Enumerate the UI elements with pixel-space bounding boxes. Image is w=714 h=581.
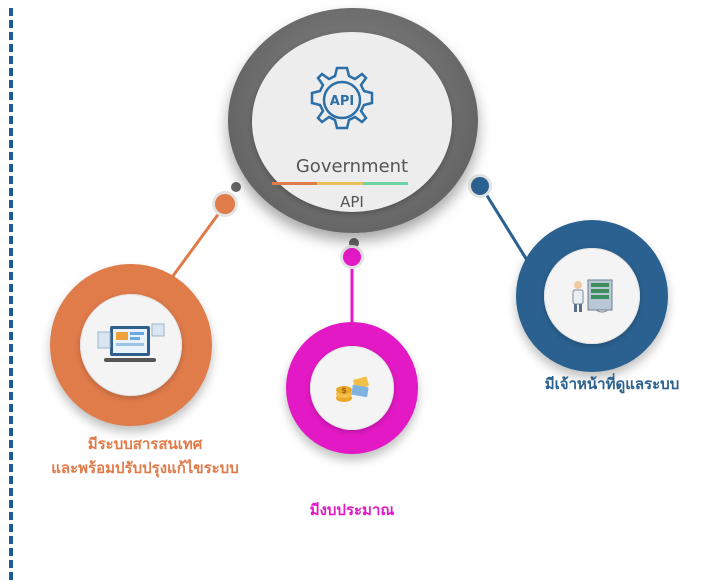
svg-text:API: API — [330, 94, 354, 109]
node-system-line1: มีระบบสารสนเทศ — [87, 435, 203, 453]
connector-staff — [479, 185, 532, 266]
center-subtitle: API — [340, 193, 364, 211]
api-gear-icon: API — [302, 60, 382, 140]
center-color-bar — [272, 182, 408, 185]
small-dot-left — [231, 182, 241, 192]
junction-dot-budget — [343, 248, 361, 266]
junction-dot-staff — [471, 177, 489, 195]
money-coins-icon: $ — [332, 372, 372, 406]
center-title: Government — [295, 156, 409, 177]
node-staff-label: มีเจ้าหน้าที่ดูแลระบบ — [544, 375, 680, 393]
svg-text:$: $ — [341, 386, 347, 395]
node-budget-label: มีงบประมาณ — [309, 501, 395, 519]
junction-dot-system — [215, 194, 235, 214]
dashed-divider — [9, 8, 13, 580]
connector-system — [168, 204, 227, 281]
node-system-label: มีระบบสารสนเทศ และพร้อมปรับปรุงแก้ไขระบบ — [40, 432, 250, 480]
server-technician-icon — [566, 276, 618, 316]
computer-screens-icon — [96, 318, 166, 372]
node-system-line2: และพร้อมปรับปรุงแก้ไขระบบ — [51, 459, 239, 477]
node-budget-face — [310, 346, 394, 430]
small-dot-middle — [349, 238, 359, 248]
